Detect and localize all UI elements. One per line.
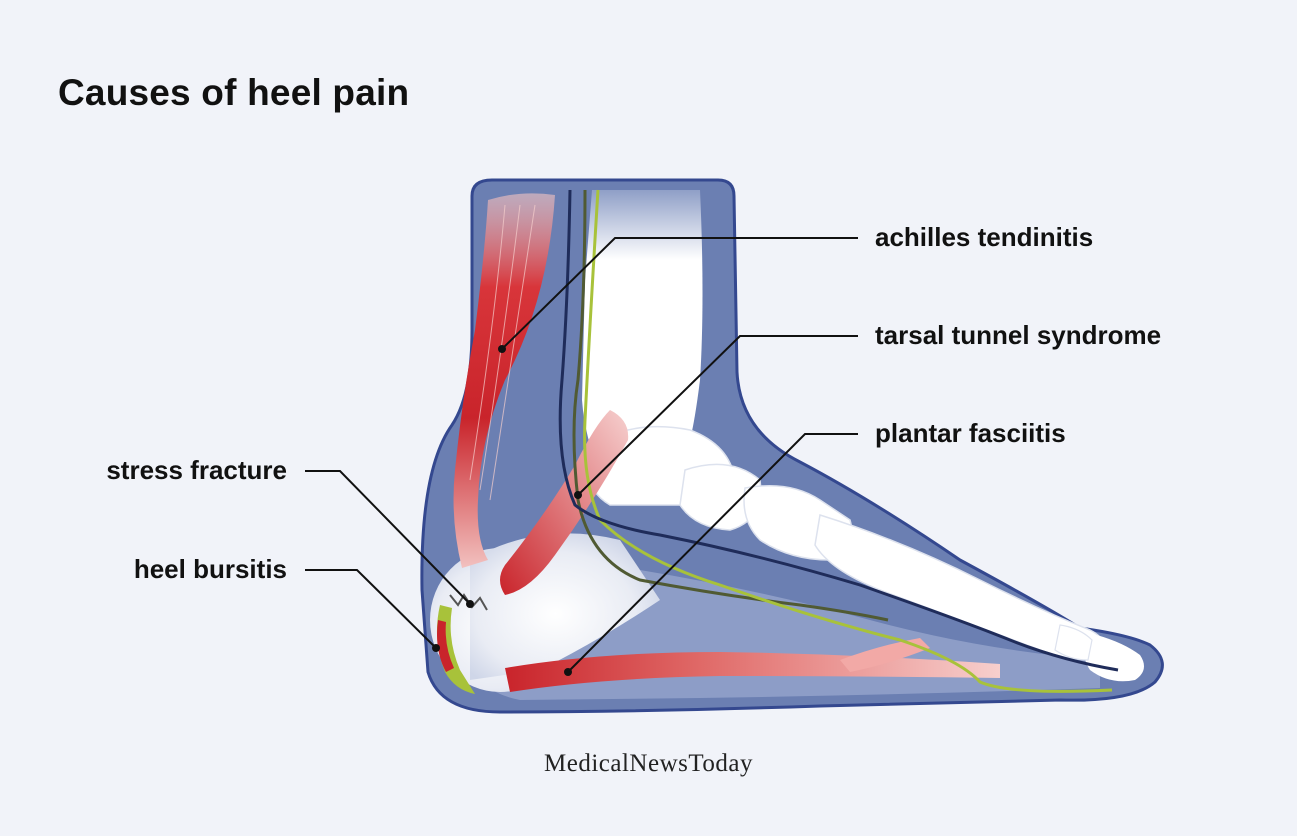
achilles-tendon — [453, 193, 555, 569]
tibial-nerve-dark — [572, 189, 889, 622]
label-stress-fracture: stress fracture — [106, 455, 287, 485]
bursitis-inflammation — [437, 620, 454, 672]
toe-bones — [1083, 632, 1144, 682]
label-plantar-fasciitis: plantar fasciitis — [875, 418, 1066, 448]
brand-logo: MedicalNewsToday — [544, 750, 753, 777]
page-title: Causes of heel pain — [58, 72, 410, 113]
label-heel-bursitis: heel bursitis — [133, 554, 287, 584]
toe-joint — [1054, 624, 1093, 661]
achilles-fibers — [469, 204, 536, 501]
flexor-muscle — [840, 638, 930, 672]
leader-dots — [432, 345, 582, 676]
label-achilles-tendinitis: achilles tendinitis — [875, 222, 1094, 252]
leader-plantar — [567, 433, 858, 673]
tibial-artery — [558, 189, 1119, 672]
leader-lines — [305, 237, 858, 673]
leader-achilles — [501, 237, 858, 350]
leader-tarsal — [577, 335, 858, 496]
tibialis-posterior-muscle — [500, 410, 629, 595]
tibial-nerve-green — [583, 189, 1113, 693]
leader-stress — [305, 470, 471, 605]
leader-bursitis — [305, 569, 437, 649]
tibia-bone — [582, 190, 703, 470]
label-tarsal-tunnel-syndrome: tarsal tunnel syndrome — [875, 320, 1162, 350]
